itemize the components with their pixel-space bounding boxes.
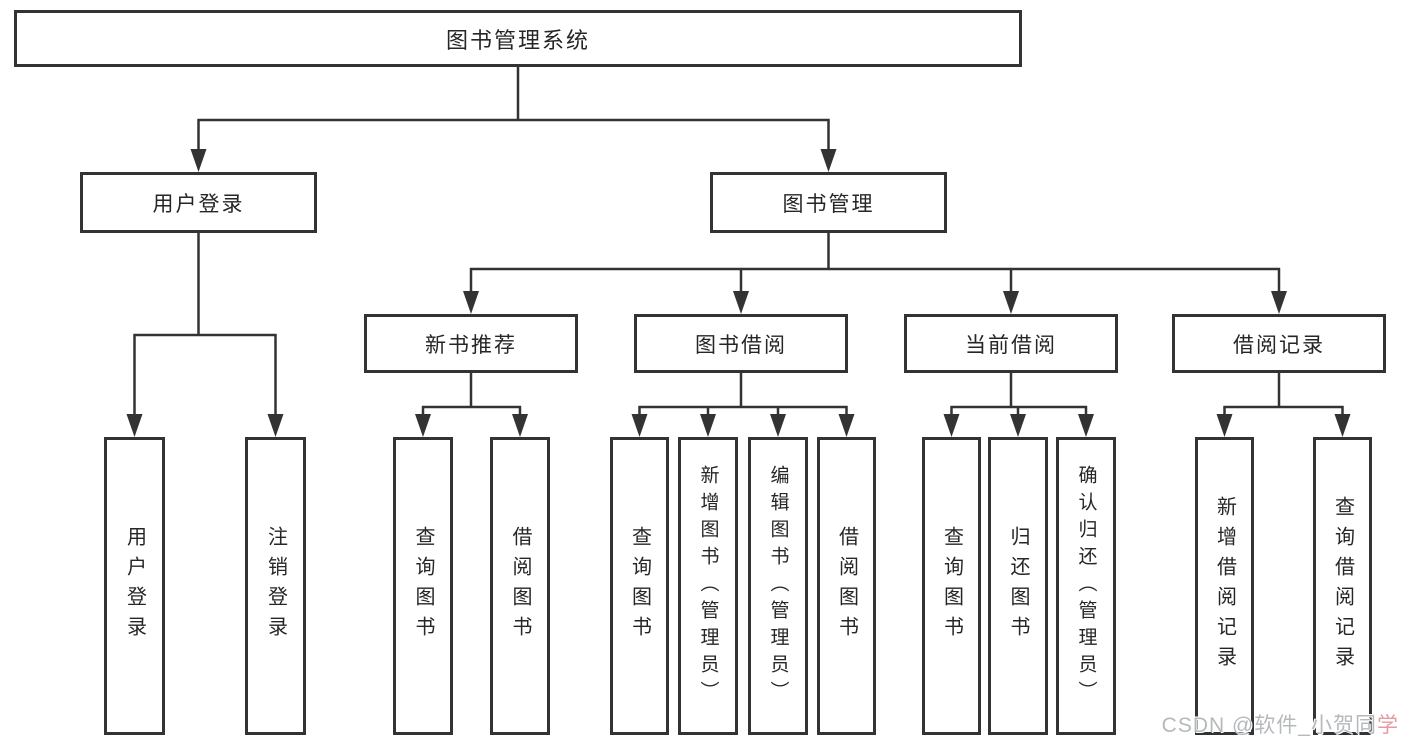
node-current-borrowing: 当前借阅 xyxy=(904,314,1118,373)
node-root-system: 图书管理系统 xyxy=(14,10,1022,67)
node-new-book-recommend: 新书推荐 xyxy=(364,314,578,373)
edge-borrow-to-leaves xyxy=(638,373,848,417)
leaf-current-return-book: 归还图书 xyxy=(988,437,1048,735)
edge-records-to-leaves xyxy=(1223,373,1344,417)
leaf-logout: 注销登录 xyxy=(245,437,306,735)
leaf-records-add-record: 新增借阅记录 xyxy=(1195,437,1254,735)
edge-bookmgmt-to-level3 xyxy=(469,233,1281,294)
node-book-management-branch: 图书管理 xyxy=(710,172,947,233)
leaf-borrow-edit-book-admin: 编辑图书（管理员） xyxy=(748,437,808,735)
leaf-records-query-record: 查询借阅记录 xyxy=(1313,437,1372,735)
leaf-current-query-book: 查询图书 xyxy=(922,437,981,735)
csdn-watermark-accent: 学 xyxy=(1377,714,1399,737)
edge-userlogin-to-leaves xyxy=(133,233,277,417)
edge-current-to-leaves xyxy=(950,373,1088,417)
leaf-newbooks-query-book: 查询图书 xyxy=(393,437,453,735)
node-borrowing-records: 借阅记录 xyxy=(1172,314,1386,373)
csdn-watermark: CSDN @软件_小贺同学 xyxy=(1162,709,1399,739)
leaf-borrow-query-book: 查询图书 xyxy=(610,437,669,735)
leaf-borrow-borrow-book: 借阅图书 xyxy=(817,437,876,735)
edge-root-to-level2 xyxy=(197,67,830,152)
node-book-borrowing: 图书借阅 xyxy=(634,314,848,373)
csdn-watermark-text: CSDN @软件_小贺同 xyxy=(1161,714,1377,737)
leaf-newbooks-borrow-book: 借阅图书 xyxy=(490,437,550,735)
leaf-user-login: 用户登录 xyxy=(104,437,165,735)
leaf-current-confirm-return-admin: 确认归还（管理员） xyxy=(1056,437,1116,735)
node-user-login-branch: 用户登录 xyxy=(80,172,317,233)
edge-newbooks-to-leaves xyxy=(421,373,522,417)
leaf-borrow-add-book-admin: 新增图书（管理员） xyxy=(678,437,738,735)
arrowheads xyxy=(126,149,1351,437)
